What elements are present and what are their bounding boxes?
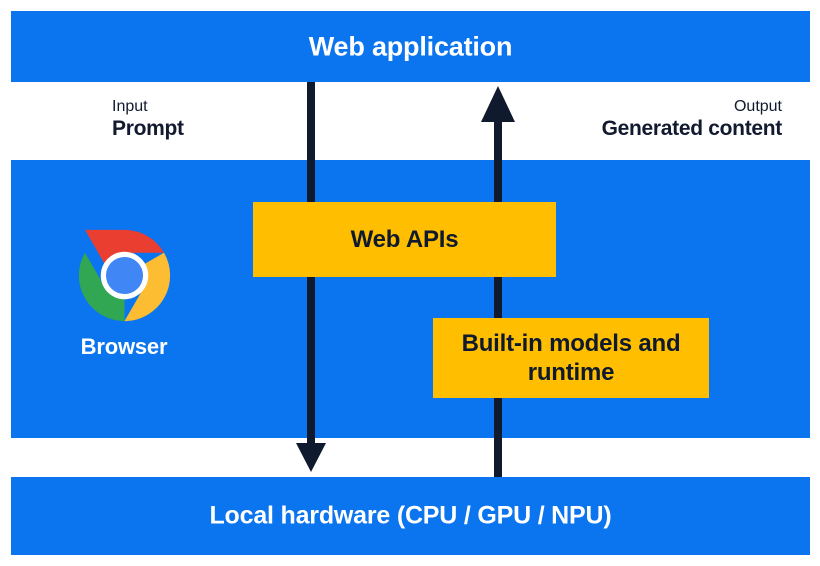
output-value: Generated content [601,116,783,140]
output-caption: Output [733,98,782,115]
band-web-application: Web application [11,11,810,82]
box-web-apis[interactable]: Web APIs [253,202,556,277]
web-application-label: Web application [308,31,513,61]
flow-label-output: Output Generated content [601,98,783,142]
chrome-logo-icon [78,229,170,322]
flow-label-input: Input Prompt [112,98,184,142]
browser-group: Browser [48,228,200,360]
local-hardware-label: Local hardware (CPU / GPU / NPU) [209,501,612,530]
band-local-hardware: Local hardware (CPU / GPU / NPU) [11,477,810,555]
box-builtin-models[interactable]: Built-in models and runtime [433,318,709,398]
builtin-models-label: Built-in models and runtime [461,329,681,386]
browser-label: Browser [80,334,168,359]
web-apis-label: Web APIs [350,225,459,253]
input-value: Prompt [112,116,184,140]
input-caption: Input [112,98,148,115]
